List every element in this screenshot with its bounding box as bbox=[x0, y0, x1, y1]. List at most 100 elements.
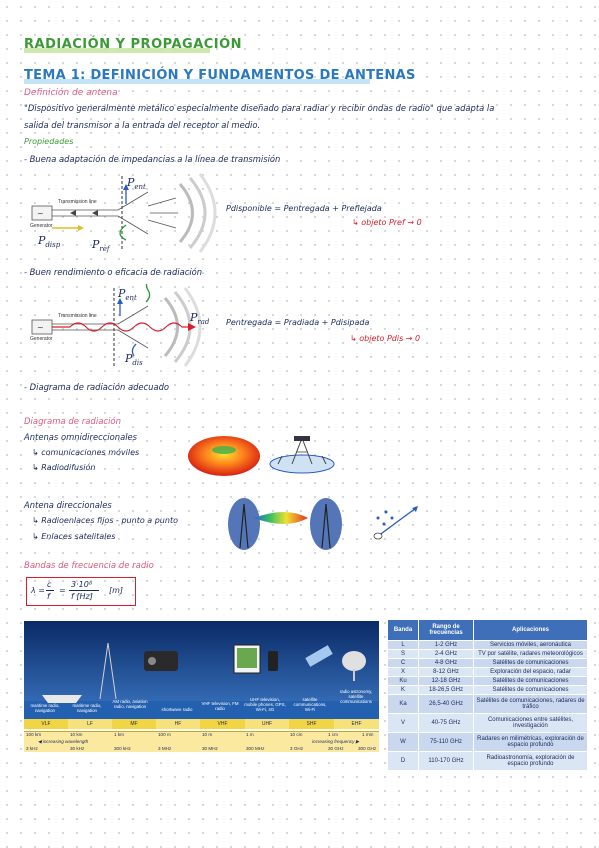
table-cell: K bbox=[387, 685, 419, 695]
p-ent-label-1: Pent bbox=[127, 176, 146, 192]
table-cell: C bbox=[387, 658, 419, 668]
p-ent-label-2: Pent bbox=[118, 287, 137, 303]
table-cell: V bbox=[387, 713, 419, 733]
increasing-wavelength: ◀ increasing wavelength bbox=[38, 739, 89, 744]
table-cell: 2-4 GHz bbox=[418, 649, 474, 659]
omni-heading: Antenas omnidireccionales bbox=[24, 432, 138, 442]
table-cell: 18-26,5 GHz bbox=[418, 685, 474, 695]
omni-item-2: ↳ Radiodifusión bbox=[32, 463, 96, 472]
band-vhf: VHF bbox=[200, 719, 245, 729]
page-title: RADIACIÓN Y PROPAGACIÓN bbox=[24, 37, 243, 52]
broadcast-tower-image bbox=[269, 436, 335, 474]
wavelength-6: 10 cm bbox=[290, 732, 303, 737]
table-cell: 8-12 GHz bbox=[418, 667, 474, 677]
wavelength-5: 1 m bbox=[246, 732, 254, 737]
table-header-band: Banda bbox=[387, 619, 419, 641]
equation-1: Pdisponible = Pentregada + Preflejada bbox=[226, 204, 382, 213]
frequency-5: 300 MHz bbox=[246, 746, 265, 751]
wavelength-8: 1 mm bbox=[362, 732, 374, 737]
app-label-lf: maritime radio, navigation bbox=[72, 703, 102, 713]
properties-heading: Propiedades bbox=[24, 137, 74, 146]
table-cell: Ka bbox=[387, 694, 419, 714]
transmission-line-label-2: Transmission line bbox=[58, 313, 97, 319]
p-rad-label: Prad bbox=[190, 311, 210, 327]
property-3: - Diagrama de radiación adecuado bbox=[24, 382, 170, 392]
antenna-dissipation-diagram: ~ bbox=[31, 284, 202, 367]
table-cell: 75-110 GHz bbox=[418, 732, 474, 752]
table-cell: Satélites de comunicaciones bbox=[473, 658, 588, 668]
frequency-6: 3 GHz bbox=[290, 746, 304, 751]
radio-spectrum-chart: maritime radio, navigation maritime radi… bbox=[24, 621, 379, 764]
definition-line-2: salida del transmisor a la entrada del r… bbox=[24, 120, 261, 130]
tema-highlight bbox=[24, 79, 370, 84]
property-2: - Buen rendimiento o eficacia de radiaci… bbox=[24, 267, 203, 277]
band-vlf: VLF bbox=[24, 719, 68, 729]
app-label-hf: shortwave radio bbox=[161, 707, 193, 712]
table-cell: 110-170 GHz bbox=[418, 751, 474, 771]
frequency-bands-table: Banda Rango de frecuencias Aplicaciones … bbox=[387, 619, 588, 771]
band-ehf: EHF bbox=[334, 719, 379, 729]
table-cell: S bbox=[387, 649, 419, 659]
p-ref-label: Pref bbox=[92, 238, 110, 254]
table-cell: Satélites de comunicaciones bbox=[473, 676, 588, 686]
table-cell: X bbox=[387, 667, 419, 677]
svg-text:~: ~ bbox=[37, 209, 44, 218]
table-header-row: Banda Rango de frecuencias Aplicaciones bbox=[387, 619, 588, 641]
frequency-2: 300 kHz bbox=[114, 746, 131, 751]
table-cell: Radares en milimétricas, exploración de … bbox=[473, 732, 588, 752]
app-label-vhf: VHF television, FM radio bbox=[201, 701, 239, 711]
wavelength-7: 1 cm bbox=[328, 732, 338, 737]
dir-heading: Antena direccionales bbox=[24, 500, 112, 510]
satellite-link-image bbox=[373, 506, 418, 540]
wavelength-formula: λ = c f = 3·10⁸ f [Hz] [m] bbox=[26, 577, 136, 606]
directional-link-image bbox=[228, 498, 342, 550]
increasing-frequency: increasing frequency ▶ bbox=[312, 739, 360, 744]
table-cell: Radioastronomía, exploración de espacio … bbox=[473, 751, 588, 771]
objective-note-2: ↳ objeto Pdis → 0 bbox=[350, 334, 421, 343]
property-1: - Buena adaptación de impedancias a la l… bbox=[24, 154, 281, 164]
omni-item-1: ↳ comunicaciones móviles bbox=[32, 448, 140, 457]
table-header-range: Rango de frecuencias bbox=[418, 619, 474, 641]
definition-line-1: "Dispositivo generalmente metálico espec… bbox=[24, 103, 495, 113]
band-hf: HF bbox=[156, 719, 200, 729]
frequency-4: 30 MHz bbox=[202, 746, 218, 751]
band-shf: SHF bbox=[289, 719, 334, 729]
table-cell: 4-8 GHz bbox=[418, 658, 474, 668]
wavelength-2: 1 km bbox=[114, 732, 124, 737]
table-cell: 1-2 GHz bbox=[418, 640, 474, 650]
section-title: TEMA 1: DEFINICIÓN Y FUNDAMENTOS DE ANTE… bbox=[24, 68, 416, 83]
objective-note-1: ↳ objeto Pref → 0 bbox=[352, 218, 422, 227]
wavelength-0: 100 km bbox=[26, 732, 42, 737]
dir-item-1: ↳ Radioenlaces fijos - punto a punto bbox=[32, 516, 178, 525]
transmission-line-label-1: Transmission line bbox=[58, 199, 97, 205]
band-mf: MF bbox=[112, 719, 156, 729]
generator-label-1: Generator bbox=[30, 223, 53, 229]
generator-label-2: Generator bbox=[30, 336, 53, 342]
table-cell: Ku bbox=[387, 676, 419, 686]
app-label-ehf: radio astronomy, satellite communication… bbox=[339, 689, 373, 704]
wavelength-3: 100 m bbox=[158, 732, 171, 737]
table-cell: Comunicaciones entre satélites, investig… bbox=[473, 713, 588, 733]
radiation-heading: Diagrama de radiación bbox=[24, 417, 122, 427]
p-dis-label: Pdis bbox=[125, 352, 143, 368]
table-cell: 26,5-40 GHz bbox=[418, 694, 474, 714]
table-cell: L bbox=[387, 640, 419, 650]
frequency-7: 30 GHz bbox=[328, 746, 344, 751]
title-highlight bbox=[24, 48, 210, 53]
app-label-vlf: maritime radio, navigation bbox=[30, 703, 60, 713]
antenna-reflection-diagram: ~ bbox=[31, 173, 217, 253]
app-label-mf: AM radio, aviation radio, navigation bbox=[112, 699, 148, 709]
equation-2: Pentregada = Pradiada + Pdisipada bbox=[226, 318, 370, 327]
frequency-0: 3 kHz bbox=[26, 746, 38, 751]
app-label-uhf: UHF television, mobile phones, GPS, Wi-F… bbox=[244, 697, 286, 712]
